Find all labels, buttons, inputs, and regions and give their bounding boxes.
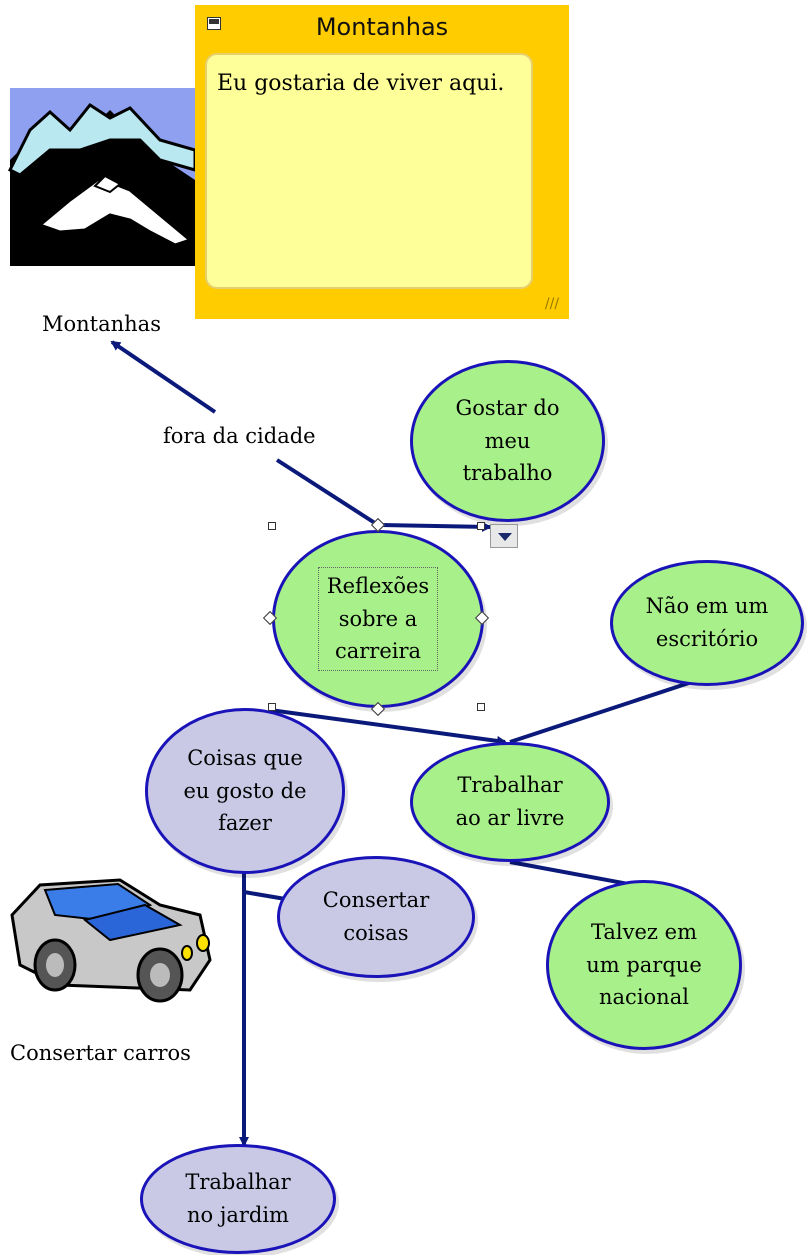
node-line: Talvez em (591, 920, 697, 945)
career-text-box[interactable]: Reflexões sobre a carreira (317, 567, 439, 671)
node-line: Não em um (645, 594, 769, 619)
concept-national-park[interactable]: Talvez em um parque nacional (546, 880, 742, 1050)
selection-handle-bottom-left[interactable] (268, 703, 276, 711)
note-resize-grip-icon[interactable]: /// (544, 296, 560, 312)
node-line: no jardim (186, 1203, 289, 1227)
note-collapse-button[interactable] (207, 17, 221, 30)
node-line: eu gosto de (183, 778, 307, 803)
car-clipart-icon (10, 878, 212, 1003)
node-line: Gostar do (455, 396, 560, 421)
node-line: trabalho (462, 461, 553, 486)
note-title: Montanhas (315, 13, 449, 41)
node-line: coisas (343, 921, 409, 945)
concept-career-reflections[interactable]: Reflexões sobre a carreira (272, 530, 484, 708)
mountain-clipart-icon (7, 88, 197, 266)
concept-not-office[interactable]: Não em um escritório (610, 560, 804, 686)
selection-handle-top-right[interactable] (477, 522, 485, 530)
node-line: Reflexões (326, 574, 430, 599)
node-line: Coisas que (187, 746, 303, 771)
node-line: escritório (655, 627, 759, 651)
concept-fix-things[interactable]: Consertar coisas (277, 856, 475, 978)
mountains-label: Montanhas (42, 312, 161, 336)
selection-handle-bottom-right[interactable] (477, 703, 485, 711)
fix-cars-label: Consertar carros (10, 1041, 191, 1065)
node-options-dropdown-icon[interactable] (490, 524, 518, 548)
node-line: ao ar livre (455, 806, 565, 830)
note-body[interactable]: Eu gostaria de viver aqui. (205, 53, 533, 289)
node-line: Trabalhar (457, 773, 563, 798)
node-line: carreira (334, 639, 422, 664)
node-line: Trabalhar (185, 1170, 291, 1195)
concept-things-i-like[interactable]: Coisas que eu gosto de fazer (145, 708, 345, 874)
node-line: um parque (586, 952, 702, 977)
sticky-note[interactable]: Montanhas Eu gostaria de viver aqui. /// (195, 5, 569, 319)
node-line: Consertar (322, 888, 430, 913)
outside-city-label: fora da cidade (163, 424, 316, 448)
selection-handle-top-left[interactable] (268, 522, 276, 530)
node-line: nacional (599, 985, 689, 1010)
node-line: fazer (218, 811, 272, 836)
concept-work-outdoors[interactable]: Trabalhar ao ar livre (410, 742, 610, 862)
concept-work-in-garden[interactable]: Trabalhar no jardim (140, 1144, 336, 1254)
concept-like-my-work[interactable]: Gostar do meu trabalho (410, 360, 605, 522)
node-line: meu (484, 428, 531, 453)
node-line: sobre a (338, 606, 418, 631)
note-header[interactable]: Montanhas (195, 5, 569, 45)
